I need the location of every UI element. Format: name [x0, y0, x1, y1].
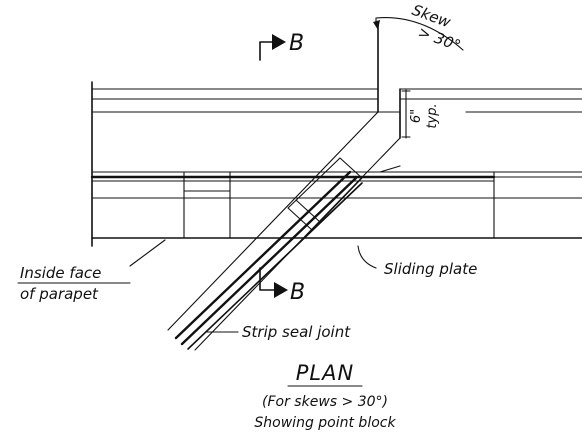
sliding-plate-label: Sliding plate	[384, 260, 477, 278]
strip-seal-line-2	[180, 176, 358, 346]
skewed-joint	[167, 111, 401, 351]
sliding-plate-mark	[295, 199, 321, 223]
point-block	[183, 171, 231, 239]
callout-strip-seal: Strip seal joint	[206, 323, 351, 341]
callout-sliding-plate: Sliding plate	[357, 245, 477, 278]
sliding-plate-leader	[357, 245, 377, 269]
section-letter-top: B	[289, 31, 304, 56]
caption-title: PLAN	[296, 361, 354, 385]
joint-gap	[377, 24, 401, 139]
section-arrow-top-line	[259, 41, 273, 61]
skew-arc	[375, 17, 464, 51]
section-arrow-bottom-line	[259, 267, 275, 291]
deck-band	[90, 171, 582, 239]
skew-line-outer-1	[167, 111, 379, 331]
section-arrowhead-bottom-icon	[274, 282, 288, 298]
caption-note: Showing point block	[254, 415, 396, 431]
callout-inside-face: Inside face of parapet	[17, 239, 166, 303]
skew-annotation: Skew > 30°	[373, 1, 464, 55]
section-marker-bottom: B	[259, 267, 305, 305]
caption: PLAN (For skews > 30°) Showing point blo…	[254, 361, 396, 431]
dimension-6in: 6" typ.	[401, 89, 440, 139]
inside-face-line1: Inside face	[20, 264, 101, 282]
dimension-value: 6"	[409, 109, 424, 123]
strip-seal-line-1	[174, 170, 352, 340]
section-arrowhead-top-icon	[272, 34, 286, 50]
upper-parapet-lines	[91, 81, 582, 247]
dimension-note: typ.	[425, 103, 440, 128]
skew-top-connector	[377, 111, 401, 139]
section-letter-bottom: B	[290, 280, 305, 305]
seal-tail	[361, 165, 401, 173]
inside-face-leader	[129, 239, 166, 267]
strip-seal-label: Strip seal joint	[242, 323, 351, 341]
sliding-plate-outline	[287, 157, 363, 231]
section-marker-top: B	[259, 31, 304, 61]
strip-seal-line-3	[187, 182, 363, 350]
inside-face-line2: of parapet	[20, 285, 99, 303]
skew-arc-arrow-icon	[373, 20, 380, 30]
caption-subtitle: (For skews > 30°)	[262, 394, 388, 410]
